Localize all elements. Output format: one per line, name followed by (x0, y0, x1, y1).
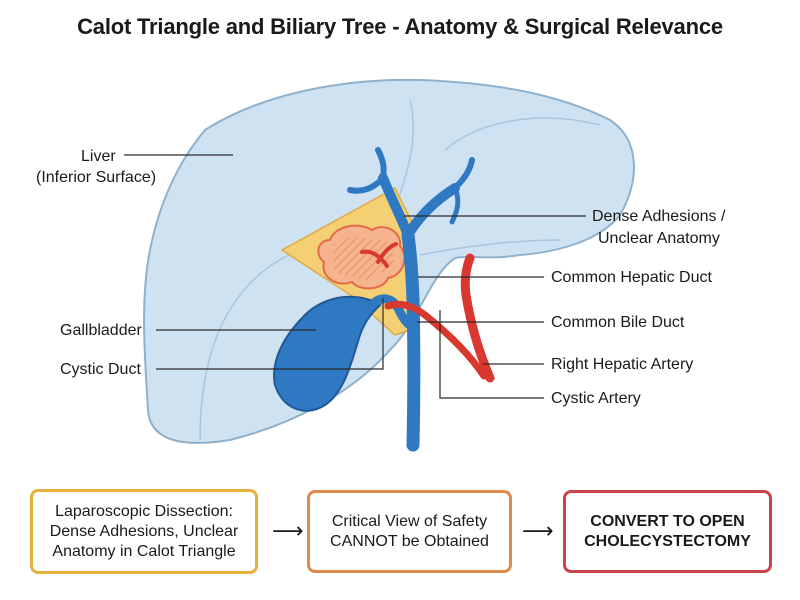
arrow-right-icon: ⟶ (522, 518, 554, 543)
label-common-bile-duct: Common Bile Duct (551, 314, 685, 331)
flow-step-laparoscopic-dissection: Laparoscopic Dissection: Dense Adhesions… (30, 489, 258, 574)
arrow-right-icon: ⟶ (272, 518, 304, 543)
label-liver-subtitle: (Inferior Surface) (36, 169, 157, 186)
arteries (360, 242, 495, 383)
flow-step2-line2: CANNOT be Obtained (330, 532, 489, 550)
flow-step1-line2: Dense Adhesions, Unclear (49, 522, 239, 540)
flow-step1-line1: Laparoscopic Dissection: (55, 502, 233, 520)
flow-step2-line1: Critical View of Safety (331, 512, 488, 530)
biliary-tree (347, 147, 475, 452)
label-gallbladder: Gallbladder (60, 322, 142, 339)
flow-step1-line3: Anatomy in Calot Triangle (52, 542, 236, 560)
label-right-hepatic-artery: Right Hepatic Artery (551, 356, 694, 373)
flow-step3-line1: CONVERT TO OPEN (590, 512, 745, 530)
label-liver: Liver (81, 148, 116, 165)
flow-step3-line2: CHOLECYSTECTOMY (584, 532, 751, 550)
label-common-hepatic-duct: Common Hepatic Duct (551, 269, 712, 286)
flow-step-convert-to-open: CONVERT TO OPEN CHOLECYSTECTOMY (563, 490, 772, 573)
label-dense-adhesions: Dense Adhesions / (592, 208, 726, 225)
page-title: Calot Triangle and Biliary Tree - Anatom… (77, 14, 723, 39)
flow-step-critical-view: Critical View of Safety CANNOT be Obtain… (307, 490, 512, 573)
label-cystic-duct: Cystic Duct (60, 361, 141, 378)
label-cystic-artery: Cystic Artery (551, 390, 641, 407)
label-unclear-anatomy: Unclear Anatomy (598, 230, 720, 247)
gallbladder (273, 295, 382, 412)
